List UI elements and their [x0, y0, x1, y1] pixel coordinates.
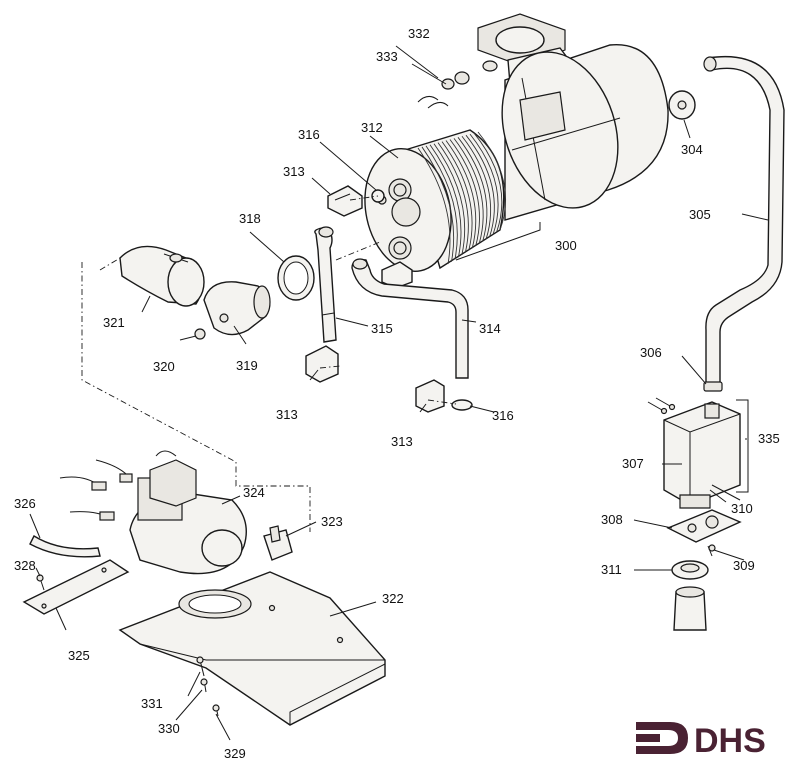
- label-308: 308: [601, 512, 623, 527]
- label-313-lower: 313: [391, 434, 413, 449]
- label-304: 304: [681, 142, 703, 157]
- cylinder-housing-300: [477, 13, 669, 221]
- label-319: 319: [236, 358, 258, 373]
- coil-winding: [457, 137, 488, 242]
- coil-winding: [465, 134, 495, 237]
- base-plate-322: [118, 571, 386, 726]
- label-320: 320: [153, 359, 175, 374]
- coil-winding: [417, 147, 451, 265]
- nut-320: [194, 328, 206, 340]
- hose-305: [703, 56, 785, 392]
- label-313-mid: 313: [276, 407, 298, 422]
- label-314: 314: [479, 321, 501, 336]
- coil-winding: [473, 132, 503, 233]
- screws-329-331: [196, 656, 220, 717]
- label-331: 331: [141, 696, 163, 711]
- dhs-logo-text: DHS: [694, 722, 766, 760]
- label-333: 333: [376, 49, 398, 64]
- sealing-ring-318: [277, 255, 315, 301]
- clip-313-lower: [415, 379, 445, 413]
- fan-assembly-324: [59, 450, 247, 575]
- tube-326: [29, 535, 101, 558]
- spigot-323: [263, 525, 293, 561]
- coil-winding: [453, 138, 484, 244]
- label-323: 323: [321, 514, 343, 529]
- clip-313-top: [327, 185, 363, 217]
- dhs-logo-mark-icon: [636, 722, 688, 754]
- heat-exchanger-coil-312: [364, 129, 506, 272]
- label-316-bottom: 316: [492, 408, 514, 423]
- label-311: 311: [601, 562, 622, 577]
- label-305: 305: [689, 207, 711, 222]
- leader-lines: [29, 45, 769, 741]
- coil-winding: [469, 133, 499, 235]
- clip-306: [703, 381, 723, 392]
- elbow-319: [203, 281, 271, 336]
- coil-winding: [437, 142, 469, 253]
- label-310: 310: [731, 501, 753, 516]
- label-321: 321: [103, 315, 125, 330]
- coil-winding: [433, 143, 466, 256]
- dashed-assembly-line: [81, 262, 311, 532]
- condensate-trap-307: [647, 397, 749, 509]
- clip-313-near-coil: [381, 261, 413, 289]
- coil-winding: [477, 131, 506, 231]
- label-307: 307: [622, 456, 644, 471]
- label-324: 324: [243, 485, 265, 500]
- part-labels: 300 304 305 306 307 308 309 310 311 312 …: [14, 26, 780, 761]
- label-332: 332: [408, 26, 430, 41]
- label-335: 335: [758, 431, 780, 446]
- dhs-logo: DHS: [636, 722, 766, 760]
- coil-winding: [441, 141, 473, 251]
- base-parts-308-311: [666, 509, 742, 631]
- pipe-314: [351, 258, 469, 379]
- fittings-332-333: [417, 71, 470, 109]
- coil-winding: [461, 135, 492, 240]
- coil-winding: [449, 139, 480, 246]
- label-316-top: 316: [298, 127, 320, 142]
- label-306: 306: [640, 345, 662, 360]
- coil-winding: [445, 140, 477, 249]
- cover-plate-325: [22, 559, 130, 615]
- label-330: 330: [158, 721, 180, 736]
- washer-304: [668, 90, 696, 120]
- label-329: 329: [224, 746, 246, 761]
- label-309: 309: [733, 558, 755, 573]
- label-300: 300: [555, 238, 577, 253]
- label-315: 315: [371, 321, 393, 336]
- label-313-top: 313: [283, 164, 305, 179]
- label-325: 325: [68, 648, 90, 663]
- label-328: 328: [14, 558, 36, 573]
- label-318: 318: [239, 211, 261, 226]
- label-312: 312: [361, 120, 383, 135]
- coil-winding: [425, 145, 458, 260]
- label-322: 322: [382, 591, 404, 606]
- o-ring-316-bottom: [451, 399, 473, 411]
- label-326: 326: [14, 496, 36, 511]
- coil-winding: [421, 146, 455, 262]
- coil-winding: [429, 144, 462, 258]
- pipe-315: [314, 226, 337, 343]
- flue-adaptor-321: [119, 245, 205, 307]
- clip-313-mid: [305, 345, 339, 383]
